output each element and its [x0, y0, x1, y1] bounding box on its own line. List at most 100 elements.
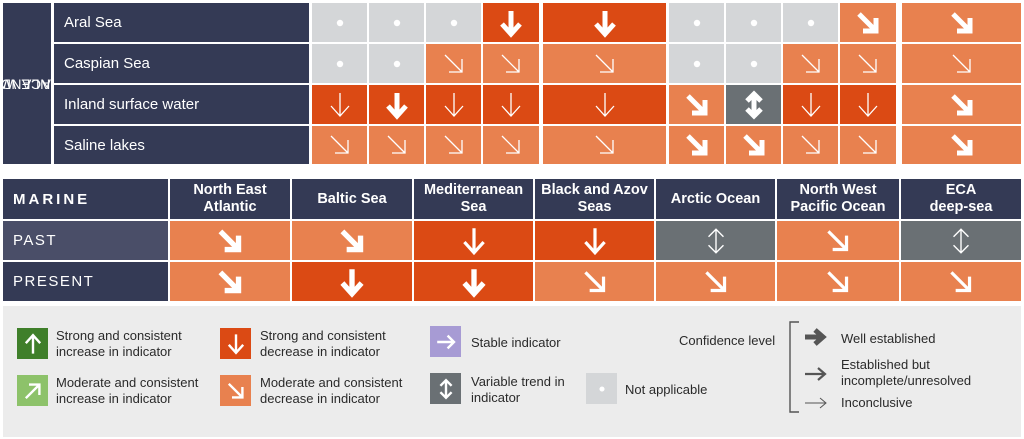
col-header-arctic-ocean: Arctic Ocean — [656, 179, 775, 219]
legend-not-applicable-label: Not applicable — [625, 382, 708, 397]
dot-icon — [739, 8, 769, 38]
arrow-down-right-icon — [325, 130, 355, 160]
arrow-up-down-icon — [434, 377, 458, 401]
dot-icon — [682, 49, 712, 79]
dot-icon — [325, 8, 355, 38]
trend-cell — [726, 126, 781, 164]
col-header-baltic-sea: Baltic Sea — [292, 179, 412, 219]
row-label-past: PAST — [3, 221, 168, 260]
arrow-down-right-icon — [224, 379, 248, 403]
trend-cell — [170, 221, 290, 260]
dot-icon — [325, 49, 355, 79]
trend-cell — [840, 3, 896, 42]
arrow-right-icon — [434, 330, 458, 354]
confidence-level-title: Confidence level — [679, 333, 776, 348]
trend-cell — [902, 85, 1021, 124]
trend-cell — [902, 126, 1021, 164]
dot-icon — [796, 8, 826, 38]
trend-cell — [312, 44, 367, 83]
trend-cell — [783, 3, 838, 42]
trend-cell — [669, 44, 724, 83]
trend-cell — [783, 85, 838, 124]
arrow-down-right-icon — [214, 266, 246, 298]
trend-cell — [535, 221, 654, 260]
trend-cell — [656, 262, 775, 301]
trend-cell — [902, 3, 1021, 42]
trend-cell — [369, 85, 424, 124]
arrow-down-icon — [590, 8, 620, 38]
trend-cell — [426, 44, 481, 83]
arrow-down-right-icon — [822, 266, 854, 298]
dot-icon — [590, 377, 614, 401]
arrow-up-down-icon — [739, 89, 769, 120]
arrow-down-icon — [458, 266, 490, 298]
trend-cell — [777, 221, 899, 260]
arrow-down-right-icon — [579, 266, 611, 298]
arrow-down-right-icon — [796, 130, 826, 160]
established-arrow-icon — [805, 367, 827, 381]
dot-icon — [682, 8, 712, 38]
trend-cell — [726, 3, 781, 42]
trend-cell — [369, 44, 424, 83]
arrow-down-icon — [336, 266, 368, 298]
arrow-down-right-icon — [496, 49, 526, 79]
row-label-saline-lakes: Saline lakes — [54, 126, 309, 164]
trend-cell — [669, 85, 724, 124]
arrow-down-icon — [439, 90, 469, 120]
arrow-down-right-icon — [945, 266, 977, 298]
trend-cell — [483, 44, 539, 83]
trend-cell — [726, 44, 781, 83]
row-label-aral-sea: Aral Sea — [54, 3, 309, 42]
dot-icon — [439, 8, 469, 38]
arrow-down-right-icon — [822, 225, 854, 257]
arrow-down-right-icon — [853, 130, 883, 160]
arrow-down-icon — [579, 225, 611, 257]
arrow-down-right-icon — [947, 49, 977, 79]
arrow-down-icon — [382, 90, 412, 120]
arrow-down-right-icon — [336, 225, 368, 257]
trend-cell — [483, 85, 539, 124]
arrow-down-right-icon — [590, 49, 620, 79]
arrow-down-right-icon — [682, 130, 712, 160]
legend-swatch-moderate-decrease — [220, 375, 251, 406]
arrow-down-right-icon — [739, 130, 769, 160]
trend-cell — [783, 44, 838, 83]
inconclusive-label: Inconclusive — [841, 395, 913, 410]
arrow-down-icon — [796, 90, 826, 120]
legend-swatch-stable — [430, 326, 461, 357]
trend-cell — [414, 262, 533, 301]
well-established-label: Well established — [841, 331, 936, 346]
arrow-down-right-icon — [947, 90, 977, 120]
arrow-down-icon — [325, 90, 355, 120]
legend-swatch-not-applicable — [586, 373, 617, 404]
arrow-down-right-icon — [214, 225, 246, 257]
trend-cell — [483, 3, 539, 42]
marine-title: MARINE — [3, 179, 168, 219]
trend-cell — [783, 126, 838, 164]
arrow-down-right-icon — [439, 49, 469, 79]
row-label-caspian-sea: Caspian Sea — [54, 44, 309, 83]
trend-cell — [543, 126, 666, 164]
legend-stable-label: Stable indicator — [471, 335, 561, 350]
arrow-up-right-icon — [21, 379, 45, 403]
row-label-present: PRESENT — [3, 262, 168, 301]
trend-cell — [901, 262, 1021, 301]
trend-cell — [669, 3, 724, 42]
trend-cell — [669, 126, 724, 164]
arrow-up-icon — [21, 332, 45, 356]
trend-cell — [292, 221, 412, 260]
trend-cell — [312, 126, 367, 164]
legend-swatch-moderate-increase — [17, 375, 48, 406]
arrow-down-right-icon — [853, 8, 883, 38]
trend-cell — [426, 126, 481, 164]
